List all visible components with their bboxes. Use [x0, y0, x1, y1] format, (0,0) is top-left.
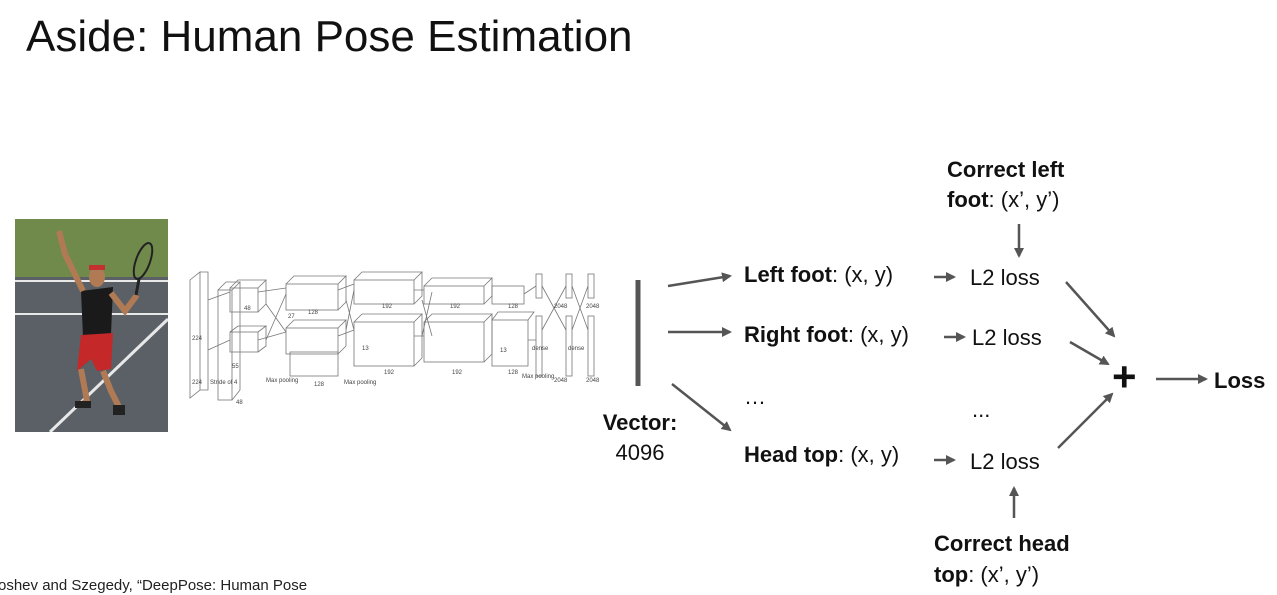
cnn-label-maxpool1: Max pooling: [266, 378, 298, 384]
output-left-foot: Left foot: (x, y): [744, 262, 893, 288]
cnn-label-maxpool2: Max pooling: [344, 380, 376, 386]
cnn-label-2048d: 2048: [586, 378, 600, 384]
cnn-label-2048b: 2048: [586, 304, 600, 310]
output-left-foot-coords: : (x, y): [831, 262, 894, 287]
cnn-label-dense1: dense: [532, 346, 549, 352]
cnn-label-stride: Stride of 4: [210, 380, 238, 386]
total-loss-text: Loss: [1214, 368, 1266, 393]
cnn-label-2048c: 2048: [554, 378, 568, 384]
cnn-label-48: 48: [244, 306, 251, 312]
cnn-architecture-diagram: 224 224 Stride of 4 48 48 55 Max pooling…: [189, 271, 600, 406]
arrow-loss2-to-plus: [1069, 340, 1110, 366]
cnn-label-128: 128: [308, 310, 319, 316]
l2-loss-head-top: L2 loss: [970, 449, 1040, 474]
vector-label: Vector: 4096: [590, 410, 690, 466]
output-head-top-name: Head top: [744, 442, 839, 467]
cnn-label-55: 55: [232, 364, 239, 370]
total-loss-label: Loss: [1214, 368, 1265, 394]
citation: oshev and Szegedy, “DeepPose: Human Pose: [0, 577, 308, 594]
cnn-label-128c: 128: [508, 304, 519, 310]
cnn-label-48b: 48: [236, 400, 243, 406]
cnn-label-maxpool3: Max pooling: [522, 374, 554, 380]
cnn-label-128d: 128: [508, 370, 519, 376]
correct-head-top-line2-bold: top: [934, 562, 969, 587]
output-right-foot: Right foot: (x, y): [744, 322, 909, 348]
l2-loss-left-foot: L2 loss: [970, 265, 1040, 290]
output-ellipsis: …: [744, 384, 766, 410]
correct-head-top-line1: Correct head: [934, 531, 1070, 556]
output-right-foot-coords: : (x, y): [847, 322, 909, 347]
cnn-label-192d: 192: [452, 370, 463, 376]
plus-sum-icon: +: [1112, 353, 1137, 400]
output-head-top: Head top: (x, y): [744, 442, 899, 468]
correct-left-foot-line1: Correct left: [947, 157, 1065, 182]
output-right-foot-name: Right foot: [744, 322, 848, 347]
arrow-vector-to-head-top: [671, 383, 732, 432]
arrow-loss3-to-plus: [1057, 392, 1114, 449]
vector-size: 4096: [615, 440, 665, 465]
cnn-label-13b: 13: [500, 348, 507, 354]
arrow-loss1-to-plus: [1065, 281, 1116, 338]
output-left-foot-name: Left foot: [744, 262, 832, 287]
vector-title: Vector:: [602, 410, 678, 435]
correct-head-top-coords: : (x’, y’): [968, 562, 1040, 587]
slide-title: Aside: Human Pose Estimation: [26, 12, 633, 61]
cnn-label-27: 27: [288, 314, 295, 320]
output-head-top-coords: : (x, y): [838, 442, 900, 467]
arrow-vector-to-left-foot: [667, 272, 732, 288]
cnn-label-192c: 192: [450, 304, 461, 310]
l2-loss-right-foot: L2 loss: [972, 325, 1042, 350]
correct-left-foot-coords: : (x’, y’): [988, 187, 1060, 212]
tennis-player-image: [15, 219, 168, 432]
cnn-label-2048: 2048: [554, 304, 568, 310]
cnn-label-224b: 224: [192, 380, 203, 386]
cnn-label-dense2: dense: [568, 346, 585, 352]
output-ellipsis-text: …: [744, 384, 766, 409]
cnn-label-192: 192: [382, 304, 393, 310]
correct-left-foot-label: Correct left foot: (x’, y’): [947, 155, 1064, 215]
cnn-label-192b: 192: [384, 370, 395, 376]
cnn-label-224: 224: [192, 336, 203, 342]
cnn-label-128b: 128: [314, 382, 325, 388]
cnn-label-13: 13: [362, 346, 369, 352]
l2-loss-ellipsis: ...: [972, 397, 991, 422]
correct-head-top-label: Correct head top: (x’, y’): [934, 528, 1070, 590]
correct-left-foot-line2-bold: foot: [947, 187, 989, 212]
